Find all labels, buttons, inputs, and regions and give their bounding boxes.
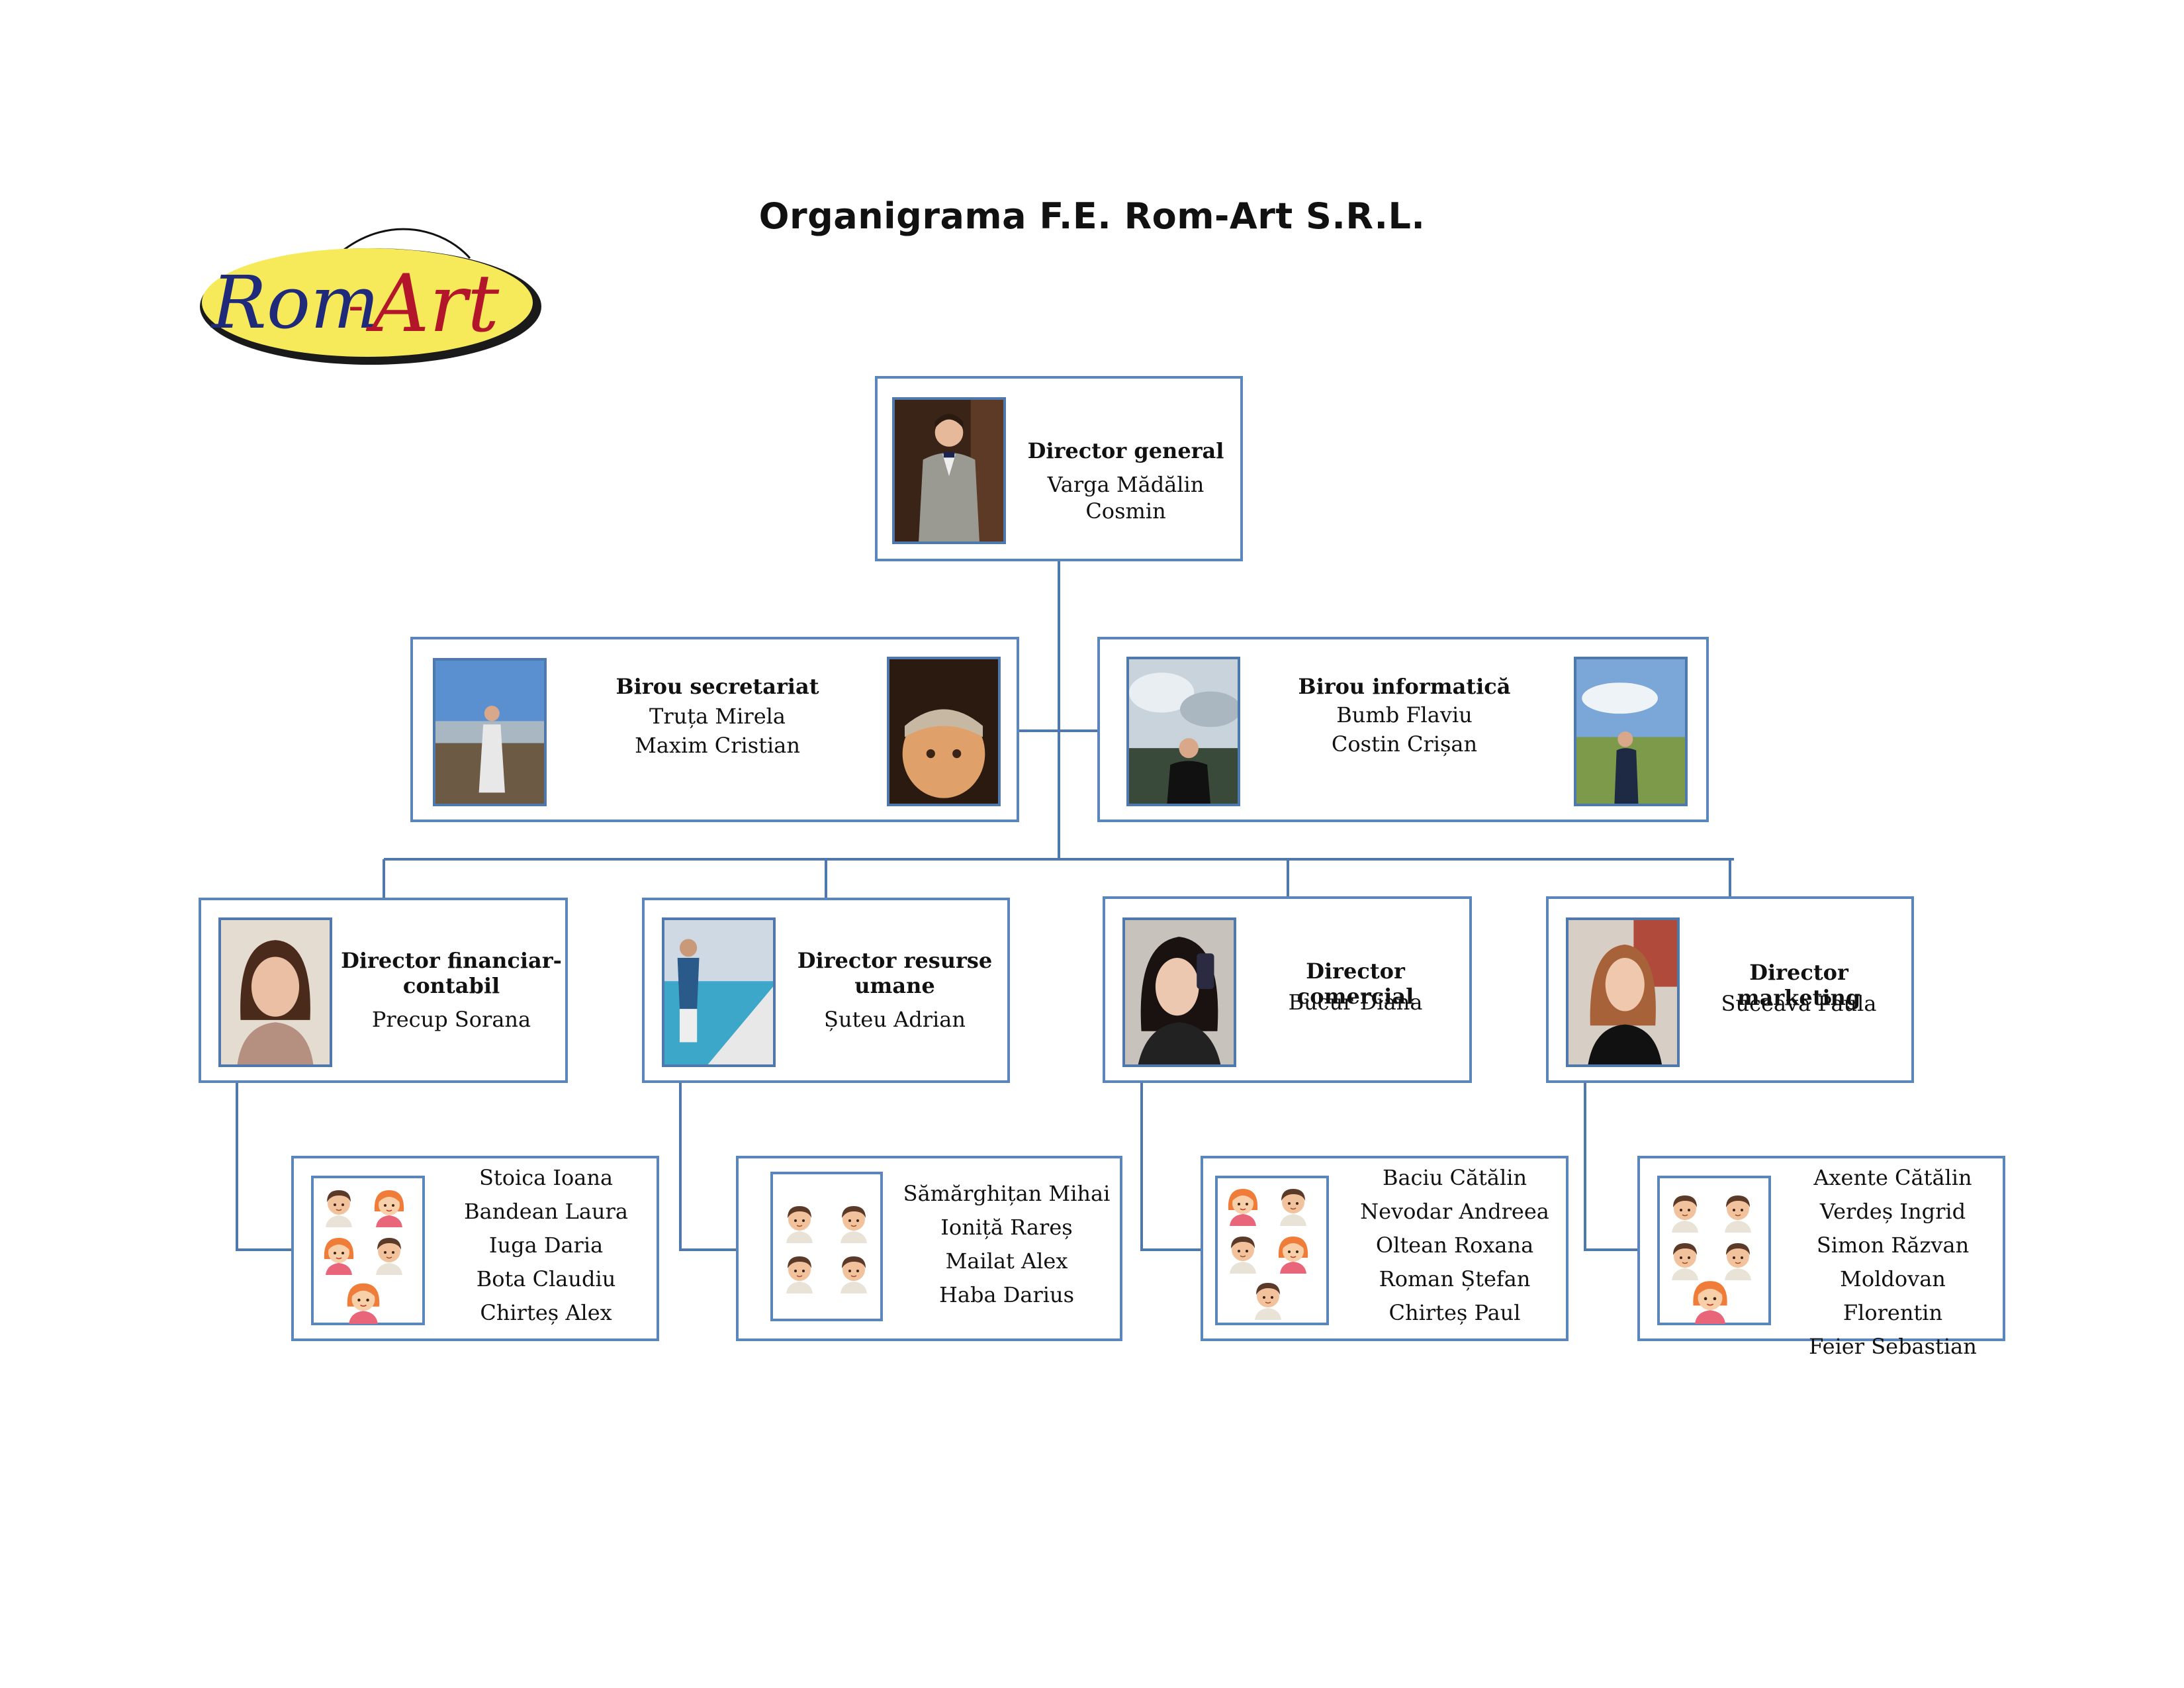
member-name: Feier Sebastian — [1809, 1334, 1977, 1359]
svg-text:-: - — [348, 278, 364, 332]
director-resurse-title: Director resurse umane — [797, 948, 993, 998]
member-name: Iuga Daria — [488, 1233, 604, 1258]
team-comercial-box: Baciu Cătălin Nevodar Andreea Oltean Rox… — [1201, 1156, 1569, 1341]
member-name: Nevodar Andreea — [1360, 1199, 1549, 1224]
director-resurse-box: Director resurse umane Șuteu Adrian — [642, 898, 1010, 1083]
informatica-photo-2 — [1574, 657, 1688, 806]
director-comercial-name: Bucur Diana — [1288, 990, 1423, 1015]
member-name: Chirteș Alex — [480, 1300, 612, 1325]
member-name: Baciu Cătălin — [1382, 1165, 1527, 1190]
avatar-girl-icon — [319, 1233, 359, 1275]
member-name: Chirteș Paul — [1388, 1300, 1521, 1325]
rom-art-logo: Rom - Art — [200, 228, 541, 365]
team-financiar-avatars — [311, 1176, 425, 1325]
member-name: Simon Răzvan — [1816, 1233, 1970, 1258]
member-name: Verdeș Ingrid — [1819, 1199, 1966, 1224]
secretariat-title: Birou secretariat — [615, 674, 819, 699]
informatica-title: Birou informatică — [1298, 674, 1511, 699]
team-resurse-box: Sămărghițan Mihai Ioniță Rareș Mailat Al… — [736, 1156, 1122, 1341]
avatar-boy-icon — [319, 1185, 359, 1227]
member-name: Moldovan Florentin — [1840, 1266, 1946, 1325]
avatar-girl-icon — [1223, 1184, 1263, 1226]
director-financiar-title: Director financiar- contabil — [341, 948, 562, 998]
member-name: Haba Darius — [938, 1282, 1074, 1307]
informatica-name-2: Costin Crișan — [1331, 731, 1478, 757]
svg-text:Art: Art — [365, 258, 500, 350]
director-general-name: Varga Mădălin Cosmin — [1047, 472, 1205, 524]
avatar-boy-icon — [1718, 1190, 1758, 1233]
avatar-boy-icon — [1273, 1184, 1313, 1226]
director-marketing-box: Director marketing Suceava Paula — [1546, 896, 1914, 1083]
team-comercial-members: Baciu Cătălin Nevodar Andreea Oltean Rox… — [1349, 1161, 1561, 1330]
director-financiar-photo — [218, 917, 332, 1067]
director-general-box: Director general Varga Mădălin Cosmin — [875, 376, 1243, 561]
svg-text:Rom: Rom — [210, 260, 379, 345]
page-title: Organigrama F.E. Rom-Art S.R.L. — [758, 195, 1426, 237]
director-marketing-title: Director marketing — [1737, 960, 1861, 1010]
avatar-boy-icon — [369, 1233, 409, 1275]
director-resurse-photo — [662, 917, 776, 1067]
avatar-boy-icon — [1223, 1231, 1263, 1274]
member-name: Stoica Ioana — [478, 1165, 614, 1190]
director-comercial-title: Director comercial — [1297, 959, 1414, 1009]
member-name: Bandean Laura — [464, 1199, 628, 1224]
director-marketing-photo — [1566, 917, 1680, 1067]
team-financiar-box: Stoica Ioana Bandean Laura Iuga Daria Bo… — [291, 1156, 659, 1341]
member-name: Roman Ștefan — [1379, 1266, 1531, 1291]
avatar-boy-icon — [1665, 1238, 1705, 1280]
secretariat-name-1: Truța Mirela — [649, 704, 786, 729]
secretariat-name-2: Maxim Cristian — [635, 733, 800, 758]
birou-informatica-box: Birou informatică Bumb Flaviu Costin Cri… — [1097, 637, 1709, 822]
director-financiar-name: Precup Sorana — [371, 1007, 531, 1032]
member-name: Mailat Alex — [945, 1248, 1068, 1274]
informatica-name-1: Bumb Flaviu — [1336, 702, 1473, 727]
director-resurse-name: Șuteu Adrian — [824, 1007, 966, 1032]
member-name: Oltean Roxana — [1375, 1233, 1534, 1258]
avatar-girl-icon — [1273, 1231, 1313, 1274]
director-general-title: Director general — [1027, 438, 1224, 463]
avatar-boy-icon — [780, 1201, 819, 1243]
team-financiar-members: Stoica Ioana Bandean Laura Iuga Daria Bo… — [443, 1161, 649, 1330]
avatar-boy-icon — [1248, 1278, 1288, 1320]
member-name: Axente Cătălin — [1813, 1165, 1972, 1190]
avatar-boy-icon — [834, 1251, 874, 1293]
team-comercial-avatars — [1215, 1176, 1329, 1325]
team-resurse-avatars — [770, 1172, 883, 1321]
avatar-boy-icon — [1718, 1238, 1758, 1280]
member-name: Ioniță Rareș — [940, 1215, 1073, 1240]
avatar-boy-icon — [834, 1201, 874, 1243]
director-general-photo — [892, 397, 1006, 544]
avatar-boy-icon — [1665, 1190, 1705, 1233]
member-name: Bota Claudiu — [476, 1266, 616, 1291]
team-resurse-members: Sămărghițan Mihai Ioniță Rareș Mailat Al… — [897, 1177, 1116, 1312]
team-marketing-avatars — [1657, 1176, 1771, 1325]
avatar-girl-icon — [340, 1278, 387, 1324]
director-financiar-box: Director financiar- contabil Precup Sora… — [199, 898, 568, 1083]
birou-secretariat-box: Birou secretariat Truța Mirela Maxim Cri… — [410, 637, 1019, 822]
director-comercial-photo — [1122, 917, 1236, 1067]
secretariat-photo-1 — [433, 658, 547, 806]
team-marketing-box: Axente Cătălin Verdeș Ingrid Simon Răzva… — [1637, 1156, 2005, 1359]
avatar-girl-icon — [369, 1185, 409, 1227]
informatica-photo-1 — [1126, 657, 1240, 806]
member-name: Sămărghițan Mihai — [903, 1181, 1111, 1206]
secretariat-photo-2 — [887, 657, 1001, 806]
avatar-boy-icon — [780, 1251, 819, 1293]
team-marketing-members: Axente Cătălin Verdeș Ingrid Simon Răzva… — [1787, 1161, 1999, 1364]
director-marketing-name: Suceava Paula — [1721, 991, 1877, 1016]
avatar-girl-icon — [1684, 1275, 1737, 1324]
director-comercial-box: Director comercial Bucur Diana — [1103, 896, 1472, 1083]
